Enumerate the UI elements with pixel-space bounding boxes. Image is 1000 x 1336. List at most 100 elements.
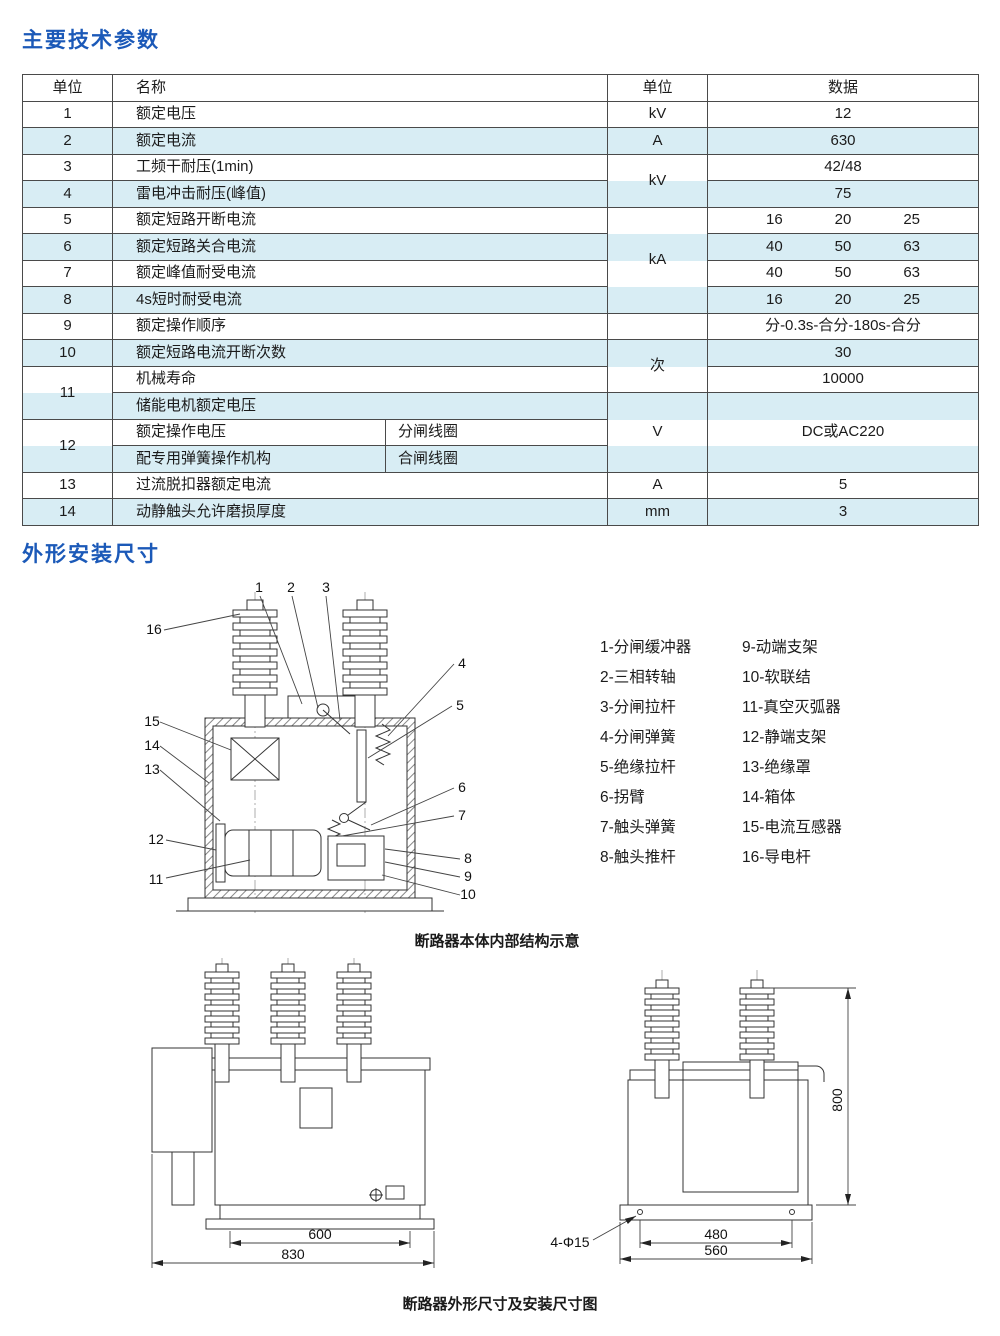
cell-no-merged: 11 [23, 366, 113, 420]
cell-unit-merged: V [608, 393, 708, 473]
cell-name: 额定操作顺序 [113, 313, 608, 340]
cell-unit: A [608, 472, 708, 499]
header-data: 数据 [708, 75, 979, 102]
cell-no: 10 [23, 340, 113, 367]
cell-no: 5 [23, 207, 113, 234]
cell-unit: mm [608, 499, 708, 526]
legend-item: 16-导电杆 [742, 849, 811, 866]
dim-830: 830 [281, 1246, 305, 1262]
row-stripe [23, 393, 979, 420]
cell-no-merged: 12 [23, 419, 113, 473]
cell-name: 额定电压 [113, 101, 608, 128]
cell-no: 9 [23, 313, 113, 340]
cell-unit-merged: kV [608, 154, 708, 208]
dim-holes: 4-Φ15 [550, 1234, 589, 1250]
legend-item: 13-绝缘罩 [742, 759, 811, 776]
row-stripe [23, 499, 979, 526]
legend-item: 5-绝缘拉杆 [600, 759, 676, 776]
row-stripe [23, 287, 979, 314]
dim-800: 800 [829, 1088, 845, 1112]
internal-structure-drawing: 1 2 3 4 5 6 7 8 9 10 11 12 13 14 15 16 [144, 579, 476, 916]
cell-no: 13 [23, 472, 113, 499]
cell-no: 3 [23, 154, 113, 181]
legend-item: 8-触头推杆 [600, 849, 676, 866]
dim-480: 480 [704, 1226, 728, 1242]
cell-unit: A [608, 128, 708, 155]
heading-main-parameters: 主要技术参数 [22, 29, 160, 52]
legend-item: 2-三相转轴 [600, 669, 676, 686]
callout-14: 14 [144, 737, 160, 753]
cell-data: 12 [708, 101, 979, 128]
legend-item: 6-拐臂 [600, 789, 645, 806]
cell-data: 分-0.3s-合分-180s-合分 [708, 313, 979, 340]
caption-outline-dimensions: 断路器外形尺寸及安装尺寸图 [402, 1296, 598, 1313]
cell-name: 工频干耐压(1min) [113, 154, 608, 181]
cell-unit-merged: 次 [608, 340, 708, 393]
callout-5: 5 [456, 697, 464, 713]
cell-no: 14 [23, 499, 113, 526]
cell-name: 过流脱扣器额定电流 [113, 472, 608, 499]
parameters-table: 单位 名称 单位 数据 1 额定电压 kV 12 2 额定电流 A 630 3 … [22, 74, 979, 526]
legend-item: 9-动端支架 [742, 639, 818, 656]
callout-11: 11 [149, 871, 164, 887]
cell-name: 额定操作电压 [113, 419, 386, 446]
header-unit: 单位 [608, 75, 708, 102]
row-stripe [23, 234, 979, 261]
cell-no: 6 [23, 234, 113, 261]
front-view: 600 830 [151, 958, 435, 1268]
cell-data: 42/48 [708, 154, 979, 181]
callout-3: 3 [322, 579, 330, 595]
callout-1: 1 [255, 579, 263, 595]
cell-no: 4 [23, 181, 113, 208]
dim-560: 560 [704, 1242, 728, 1258]
callout-8: 8 [464, 850, 472, 866]
legend-item: 10-软联结 [742, 669, 811, 686]
outline-dimensions-drawing: 600 830 800 480 560 4-Φ15 [151, 958, 856, 1268]
legend-item: 11-真空灭弧器 [742, 699, 841, 716]
callout-16: 16 [146, 621, 162, 637]
side-view: 800 480 560 4-Φ15 [550, 970, 856, 1264]
dim-600: 600 [308, 1226, 332, 1242]
cell-data: 5 [708, 472, 979, 499]
cell-name: 额定峰值耐受电流 [113, 260, 608, 287]
parts-legend: 1-分闸缓冲器 2-三相转轴 3-分闸拉杆 4-分闸弹簧 5-绝缘拉杆 6-拐臂… [600, 633, 942, 873]
cell-coil: 合闸线圈 [386, 446, 608, 473]
callout-4: 4 [458, 655, 466, 671]
legend-item: 7-触头弹簧 [600, 819, 676, 836]
cell-no: 2 [23, 128, 113, 155]
mounting-hole [637, 1209, 643, 1215]
row-stripe [23, 446, 979, 473]
callout-9: 9 [464, 868, 472, 884]
caption-internal-structure: 断路器本体内部结构示意 [414, 933, 580, 950]
cell-data: 10000 [708, 366, 979, 393]
legend-item: 12-静端支架 [742, 729, 827, 746]
cell-name: 额定短路开断电流 [113, 207, 608, 234]
callout-10: 10 [460, 886, 476, 902]
cell-name: 额定电流 [113, 128, 608, 155]
heading-outline-dimensions: 外形安装尺寸 [22, 543, 160, 566]
callout-13: 13 [144, 761, 160, 777]
cell-unit: kV [608, 101, 708, 128]
cell-name: 4s短时耐受电流 [113, 287, 608, 314]
leader-lines [159, 595, 461, 896]
row-stripe [23, 128, 979, 155]
callout-2: 2 [287, 579, 295, 595]
legend-item: 3-分闸拉杆 [600, 699, 676, 716]
cell-data: 3 [708, 499, 979, 526]
callout-7: 7 [458, 807, 466, 823]
cell-data: 75 [708, 181, 979, 208]
mounting-hole [789, 1209, 795, 1215]
callout-15: 15 [144, 713, 160, 729]
legend-item: 14-箱体 [742, 789, 796, 806]
callout-12: 12 [148, 831, 164, 847]
legend-col-left: 1-分闸缓冲器 2-三相转轴 3-分闸拉杆 4-分闸弹簧 5-绝缘拉杆 6-拐臂… [600, 633, 742, 873]
cell-name: 储能电机额定电压 [113, 393, 608, 420]
cell-data: 630 [708, 128, 979, 155]
cell-unit-merged: kA [608, 207, 708, 314]
legend-item: 4-分闸弹簧 [600, 729, 676, 746]
